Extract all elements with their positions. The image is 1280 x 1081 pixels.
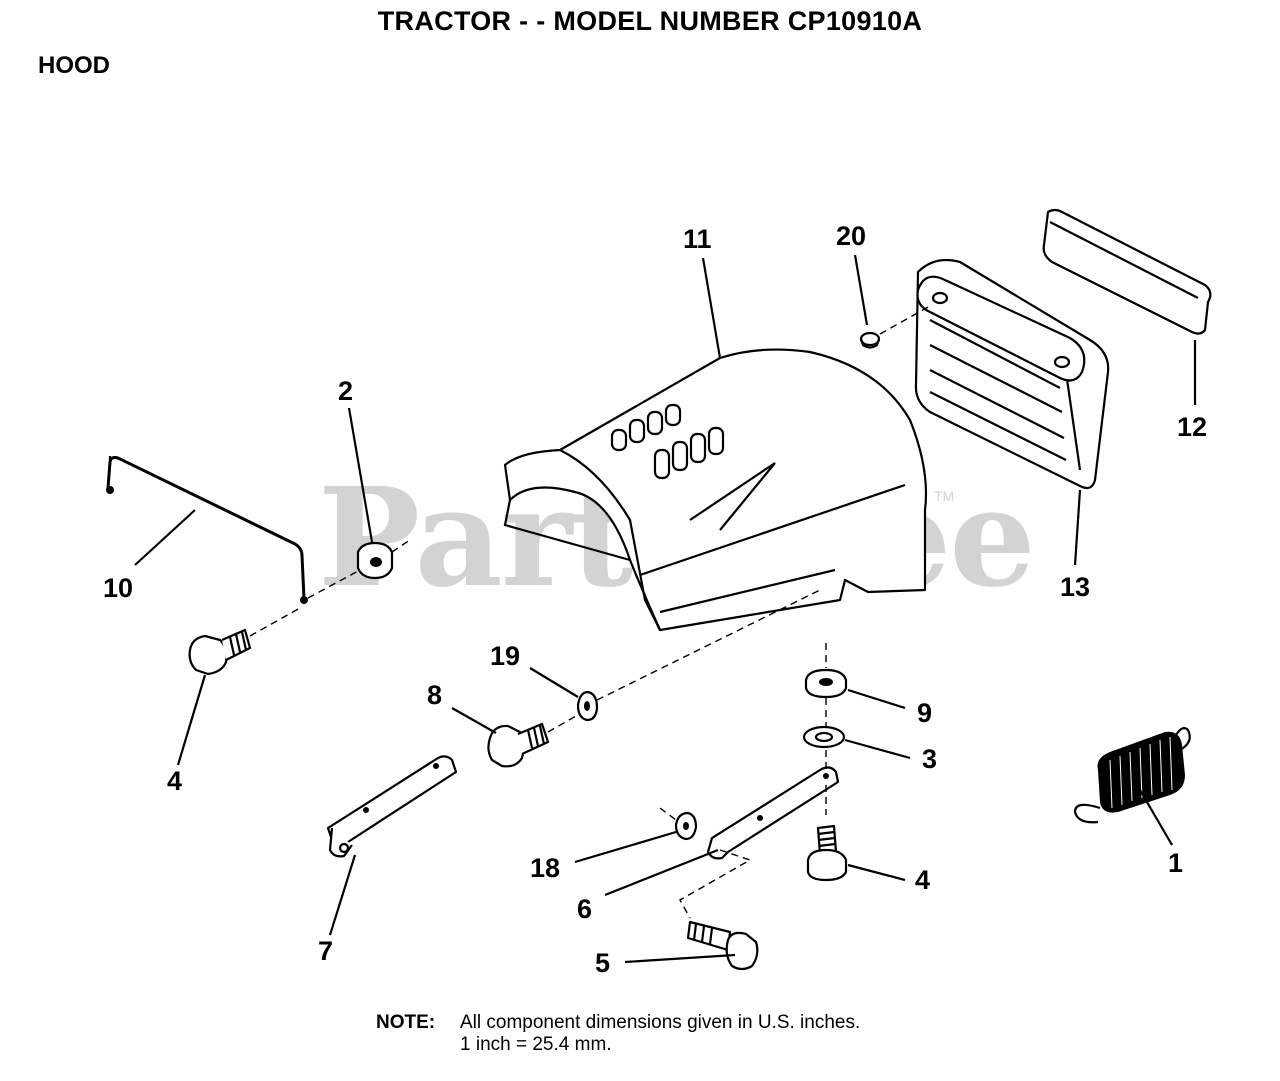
- leader-18: [574, 830, 677, 864]
- leader-1: [1139, 789, 1173, 846]
- callout-4-left: 4: [167, 766, 183, 796]
- lockwasher-part-19: [576, 690, 599, 722]
- watermark-trademark: TM: [934, 488, 955, 504]
- nameplate-part: [1042, 208, 1212, 335]
- leader-8: [451, 707, 497, 734]
- leader-2: [347, 407, 374, 543]
- callout-4-right: 4: [915, 865, 931, 895]
- hood-rod-part: [106, 456, 308, 604]
- section-heading: HOOD: [38, 52, 110, 79]
- callout-7: 7: [318, 936, 334, 966]
- callout-20: 20: [836, 221, 867, 251]
- page-title: TRACTOR - - MODEL NUMBER CP10910A: [377, 6, 923, 36]
- callout-18: 18: [530, 853, 561, 883]
- dash-10-nut: [307, 569, 361, 599]
- callout-12: 12: [1177, 412, 1208, 442]
- bolt-part-5: [686, 920, 759, 971]
- leader-4-right: [847, 863, 906, 882]
- callout-9: 9: [917, 698, 933, 728]
- spring-part-1: [1073, 727, 1191, 824]
- leader-9: [847, 688, 906, 710]
- leader-10: [134, 509, 196, 566]
- hood-part: [503, 348, 928, 632]
- callout-2: 2: [338, 376, 354, 406]
- hood-vents: [610, 403, 725, 480]
- note-line-2: 1 inch = 25.4 mm.: [460, 1034, 612, 1055]
- note-body: All component dimensions given in U.S. i…: [460, 1012, 860, 1056]
- nut-part-9: [804, 668, 848, 699]
- dash-18: [659, 807, 677, 821]
- plug-part: [859, 331, 881, 349]
- callout-1: 1: [1168, 848, 1184, 878]
- callout-5: 5: [595, 948, 611, 978]
- bolt-part-8: [487, 722, 550, 768]
- grille-part: [914, 258, 1110, 490]
- callout-11: 11: [683, 224, 712, 254]
- leader-11: [701, 257, 722, 359]
- leader-20: [853, 254, 869, 326]
- dash-2-hood: [391, 539, 411, 553]
- callout-19: 19: [490, 641, 521, 671]
- leader-6: [604, 848, 719, 897]
- bolt-part-4-right: [806, 824, 848, 882]
- dash-20-grille: [879, 305, 931, 335]
- callout-8: 8: [427, 680, 443, 710]
- note-label: NOTE:: [376, 1012, 436, 1033]
- callout-10: 10: [103, 573, 134, 603]
- bracket-part-7: [326, 755, 458, 858]
- note-line-1: All component dimensions given in U.S. i…: [460, 1012, 861, 1033]
- dash-4-rod: [249, 607, 301, 637]
- leader-19: [529, 667, 579, 698]
- leader-7: [328, 854, 357, 936]
- nut-part-2: [356, 541, 394, 580]
- callout-13: 13: [1060, 572, 1091, 602]
- washer-part-18: [674, 811, 698, 841]
- leader-13: [1073, 489, 1082, 566]
- washer-part-3: [802, 725, 846, 749]
- dash-5: [679, 849, 752, 919]
- dimension-note: NOTE: All component dimensions given in U…: [376, 1012, 860, 1056]
- bolt-part-4-left: [188, 628, 252, 676]
- dash-8-washer: [547, 715, 577, 733]
- leader-3: [844, 738, 911, 760]
- dash-19-hood: [596, 589, 821, 701]
- leader-4-left: [176, 674, 207, 766]
- callout-6: 6: [577, 894, 593, 924]
- leader-5: [624, 953, 736, 964]
- callout-3: 3: [922, 744, 938, 774]
